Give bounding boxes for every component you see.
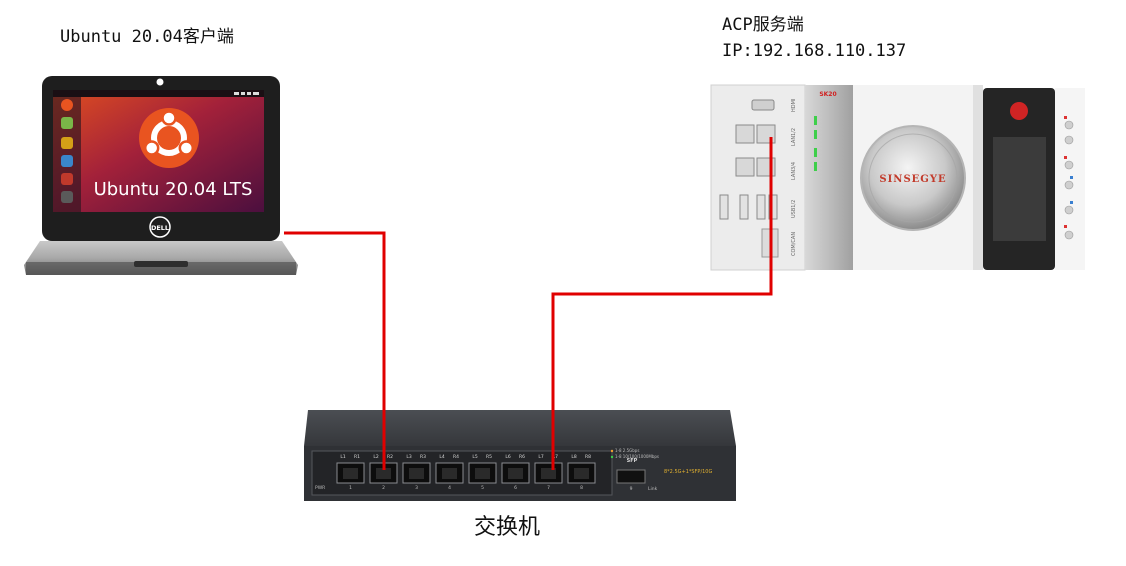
sinsegye-logo-icon	[1010, 102, 1028, 120]
laptop-camera	[156, 78, 164, 86]
dell-logo-text: DELL	[151, 224, 169, 232]
port-label-hdmi: HDMI	[791, 99, 797, 112]
laptop-touchpad-notch	[134, 261, 188, 267]
usb-ports	[719, 194, 778, 220]
switch-port-socket	[475, 468, 490, 479]
dock-app-icon	[61, 99, 73, 111]
switch-port-socket	[442, 468, 457, 479]
switch-port-number: 3	[415, 485, 418, 491]
port-label-com: COM/CAN	[791, 232, 797, 256]
switch-port-tag: L2	[373, 454, 379, 460]
switch-port-tag: L6	[505, 454, 511, 460]
switch-port-socket	[541, 468, 556, 479]
port-label-lan12: LAN1/2	[791, 128, 797, 146]
switch-port-number: 6	[514, 485, 517, 491]
network-cables	[284, 137, 773, 470]
switch-port-number: 2	[382, 485, 385, 491]
switch-port-socket	[409, 468, 424, 479]
switch-port-tag: L4	[439, 454, 445, 460]
sfp-port-number: 9	[630, 486, 633, 492]
ubuntu-version-text: Ubuntu 20.04 LTS	[94, 179, 253, 200]
dell-logo-icon	[149, 216, 171, 238]
switch-port-tag: L7	[538, 454, 544, 460]
client-label: Ubuntu 20.04客户端	[60, 27, 234, 47]
status-led-icons	[814, 116, 817, 171]
switch-port-socket	[376, 468, 391, 479]
sfp-port	[616, 469, 646, 484]
server-status-strip	[805, 85, 853, 270]
server-knob-icon	[860, 125, 966, 231]
switch-port-number: 4	[448, 485, 451, 491]
switch-port-tag: R3	[420, 454, 426, 460]
switch-top	[304, 410, 736, 446]
switch-port-tag: R4	[453, 454, 459, 460]
spec-line-3: 8*2.5G+1*SFP/10G	[664, 469, 712, 475]
switch-port-tag: L8	[571, 454, 577, 460]
spec-line-2: 1-8 10/100/1000Mbps	[615, 454, 659, 459]
link-label: Link	[648, 486, 658, 492]
switch-port-number: 1	[349, 485, 352, 491]
pwr-label: PWR	[315, 485, 325, 491]
acp-server-device: HDMI LAN1/2 LAN3/4 USB1/2 COM/CAN SK20 S…	[710, 84, 1085, 271]
dock-app-icon	[61, 117, 73, 129]
server-model-text: SK20	[819, 91, 836, 98]
switch-port-socket	[343, 468, 358, 479]
server-display-screen	[993, 137, 1046, 241]
switch-port-tag: R7	[552, 454, 558, 460]
port-label-usb: USB1/2	[791, 200, 797, 218]
switch-port-socket	[508, 468, 523, 479]
dock-app-icon	[61, 137, 73, 149]
cable-laptop-to-switch	[284, 231, 386, 470]
switch-port-tag: R8	[585, 454, 591, 460]
spec-line-1: 1-8 2.5Gbps	[615, 448, 639, 453]
switch-port-tag: L3	[406, 454, 412, 460]
network-switch: PWR L1 R1 L2 R2 L3 R3 L4 R4 L5 R5 L6 R6 L7 R7 L8 R8 1 2 3…	[304, 410, 736, 501]
switch-port-tag: L5	[472, 454, 478, 460]
top-bar-status-icons	[234, 92, 259, 95]
port-label-lan34: LAN3/4	[791, 162, 797, 180]
switch-port-group	[336, 462, 596, 484]
ubuntu-logo-icon	[139, 108, 199, 168]
switch-port-socket	[574, 468, 589, 479]
cable-server-to-switch	[551, 137, 773, 470]
laptop-client: Ubuntu 20.04 LTS DELL	[24, 76, 298, 275]
screen-top-bar	[53, 90, 264, 97]
switch-port-number: 5	[481, 485, 484, 491]
switch-port-tag: R5	[486, 454, 492, 460]
dock-app-icon	[61, 191, 73, 203]
server-label-title: ACP服务端	[722, 15, 804, 35]
switch-port-tag: R1	[354, 454, 360, 460]
dock-app-icon	[61, 155, 73, 167]
switch-label: 交换机	[474, 515, 541, 540]
sfp-label: SFP	[627, 458, 638, 464]
server-brand-text: SINSEGYE	[879, 174, 946, 185]
switch-port-number: 7	[547, 485, 550, 491]
hdmi-port	[751, 99, 775, 111]
dock-app-icon	[61, 173, 73, 185]
switch-port-tag: R2	[387, 454, 393, 460]
server-ip-label: IP:192.168.110.137	[722, 41, 907, 61]
server-io-module	[711, 85, 805, 270]
switch-port-number: 8	[580, 485, 583, 491]
switch-port-tag: R6	[519, 454, 525, 460]
switch-port-tag: L1	[340, 454, 346, 460]
